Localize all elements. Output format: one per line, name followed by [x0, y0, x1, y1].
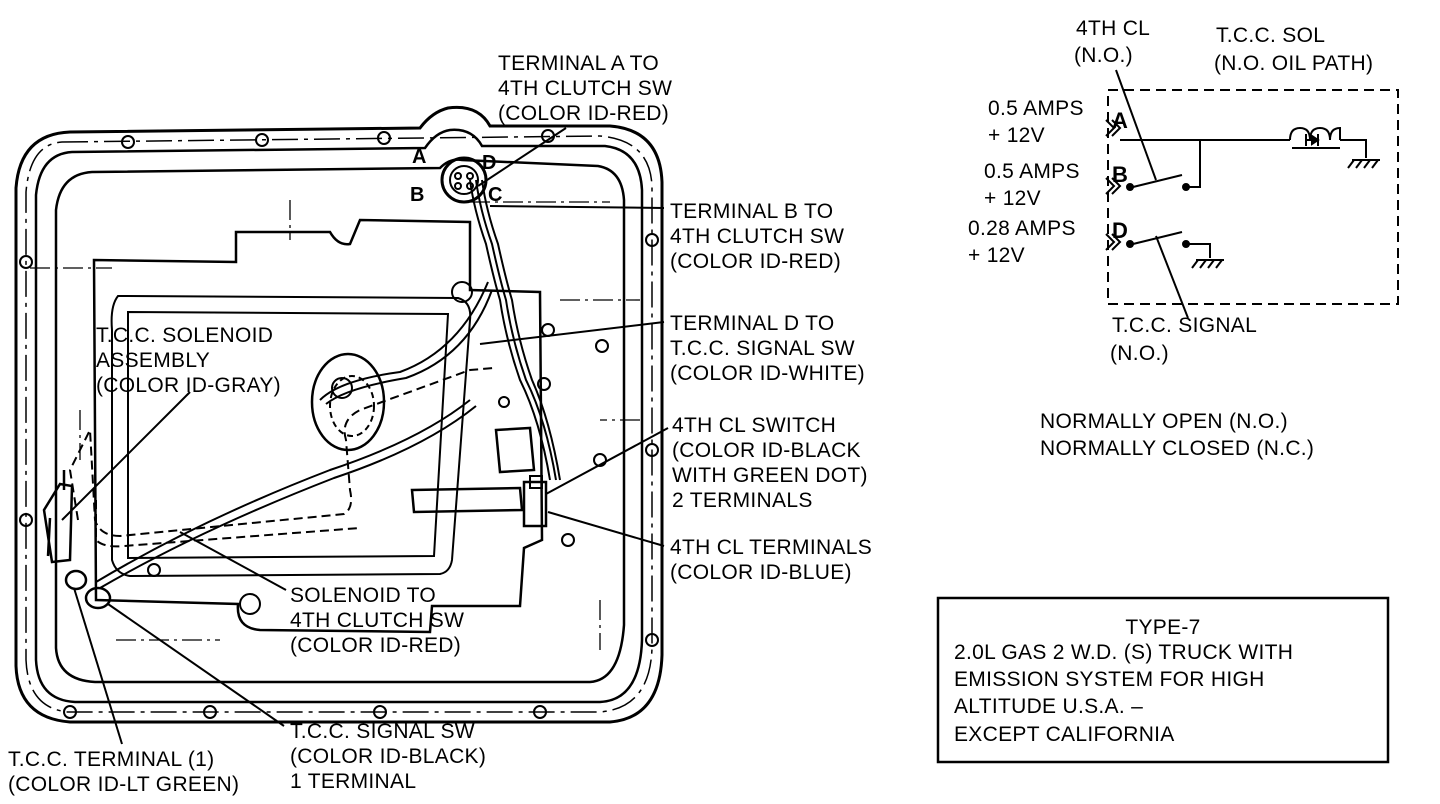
leader-4th-cl-terminals — [547, 511, 665, 547]
svg-text:(COLOR ID-LT GREEN): (COLOR ID-LT GREEN) — [8, 773, 239, 796]
leader-solenoid-to-4th — [179, 531, 287, 591]
svg-text:(COLOR ID-BLUE): (COLOR ID-BLUE) — [670, 561, 852, 584]
solenoid-coil — [1289, 126, 1341, 141]
label-tcc-signal-no: (N.O.) — [1110, 342, 1169, 365]
svg-text:EMISSION SYSTEM FOR HIGH: EMISSION SYSTEM FOR HIGH — [954, 668, 1265, 691]
pin-letter-a: A — [412, 146, 426, 168]
pin-letter-b: B — [410, 184, 424, 206]
svg-text:4TH CLUTCH SW: 4TH CLUTCH SW — [290, 609, 464, 632]
pan-outer-flange — [14, 105, 664, 724]
valve-body-inner-2 — [127, 310, 450, 560]
svg-text:TERMINAL D TO: TERMINAL D TO — [670, 312, 835, 335]
leader-4th-cl-switch — [545, 427, 669, 495]
input-a-amps: 0.5 AMPS — [988, 97, 1084, 120]
input-chevron-b — [1105, 177, 1122, 195]
input-d-amps: 0.28 AMPS — [968, 217, 1076, 240]
label-4th-cl-terminals: 4TH CL TERMINALS (COLOR ID-BLUE) — [670, 536, 872, 584]
schematic-dashed-box — [1107, 89, 1399, 305]
svg-text:T.C.C. TERMINAL (1): T.C.C. TERMINAL (1) — [8, 748, 214, 771]
input-b-volts: + 12V — [984, 187, 1041, 210]
svg-text:(COLOR ID-BLACK: (COLOR ID-BLACK — [672, 439, 861, 462]
svg-text:SOLENOID TO: SOLENOID TO — [290, 584, 436, 607]
svg-text:2 TERMINALS: 2 TERMINALS — [672, 489, 813, 512]
filter-dashed — [68, 367, 495, 538]
svg-text:1 TERMINAL: 1 TERMINAL — [290, 770, 416, 793]
leader-terminal-d — [479, 321, 665, 345]
svg-text:NORMALLY OPEN (N.O.): NORMALLY OPEN (N.O.) — [1040, 410, 1288, 433]
input-chevron-a — [1105, 119, 1122, 137]
schematic-pin-a: A — [1112, 108, 1128, 133]
wire-harness — [95, 179, 561, 589]
no-nc-legend: NORMALLY OPEN (N.O.) NORMALLY CLOSED (N.… — [1040, 410, 1314, 460]
label-terminal-d: TERMINAL D TO T.C.C. SIGNAL SW (COLOR ID… — [670, 312, 865, 385]
leader-tcc-signal-sw — [107, 603, 285, 727]
oil-pan-drawing — [14, 105, 664, 724]
pin-letter-d: D — [482, 152, 496, 174]
svg-text:T.C.C. SIGNAL SW: T.C.C. SIGNAL SW — [670, 337, 855, 360]
svg-text:(COLOR ID-RED): (COLOR ID-RED) — [498, 102, 669, 125]
valve-body-inner — [110, 294, 472, 578]
label-tcc-terminal: T.C.C. TERMINAL (1) (COLOR ID-LT GREEN) — [8, 748, 239, 796]
svg-text:4TH CLUTCH SW: 4TH CLUTCH SW — [498, 77, 672, 100]
svg-text:WITH GREEN DOT): WITH GREEN DOT) — [672, 464, 868, 487]
label-terminal-a: TERMINAL A TO 4TH CLUTCH SW (COLOR ID-RE… — [498, 52, 672, 125]
leader-lines — [61, 127, 669, 745]
svg-text:ALTITUDE U.S.A. –: ALTITUDE U.S.A. – — [954, 695, 1143, 718]
svg-text:EXCEPT CALIFORNIA: EXCEPT CALIFORNIA — [954, 723, 1175, 746]
leader-tcc-terminal — [73, 587, 123, 745]
leader-terminal-a — [477, 127, 567, 187]
label-solenoid-to-4th: SOLENOID TO 4TH CLUTCH SW (COLOR ID-RED) — [290, 584, 464, 657]
svg-text:(COLOR ID-RED): (COLOR ID-RED) — [670, 250, 841, 273]
svg-text:T.C.C. SIGNAL SW: T.C.C. SIGNAL SW — [290, 720, 475, 743]
pin-letter-c: C — [488, 184, 502, 206]
label-tcc-signal-sw: T.C.C. SIGNAL SW (COLOR ID-BLACK) 1 TERM… — [290, 720, 486, 793]
svg-text:4TH CL TERMINALS: 4TH CL TERMINALS — [670, 536, 872, 559]
tcc-signal-sw — [84, 586, 112, 610]
label-tcc-sol-oil: (N.O. OIL PATH) — [1214, 52, 1373, 75]
input-a-volts: + 12V — [988, 124, 1045, 147]
label-terminal-b: TERMINAL B TO 4TH CLUTCH SW (COLOR ID-RE… — [670, 200, 844, 273]
pan-flange-inner — [34, 128, 644, 704]
label-4th-cl: 4TH CL — [1076, 17, 1150, 40]
label-tcc-sol: T.C.C. SOL — [1216, 24, 1325, 47]
schematic-pin-d: D — [1112, 218, 1128, 243]
input-b-amps: 0.5 AMPS — [984, 160, 1080, 183]
leader-tcc-solenoid — [61, 391, 191, 521]
switch-bracket — [410, 426, 536, 514]
valve-body-outline — [92, 218, 544, 634]
input-chevron-d — [1105, 233, 1122, 251]
label-4th-cl-no: (N.O.) — [1074, 44, 1133, 67]
svg-text:4TH CL SWITCH: 4TH CL SWITCH — [672, 414, 836, 437]
svg-text:TERMINAL B TO: TERMINAL B TO — [670, 200, 833, 223]
svg-text:2.0L GAS 2 W.D. (S) TRUCK WITH: 2.0L GAS 2 W.D. (S) TRUCK WITH — [954, 641, 1293, 664]
input-d-volts: + 12V — [968, 244, 1025, 267]
svg-text:(COLOR ID-BLACK): (COLOR ID-BLACK) — [290, 745, 486, 768]
svg-text:(COLOR ID-WHITE): (COLOR ID-WHITE) — [670, 362, 865, 385]
flange-centerline — [25, 135, 653, 713]
harness-connector — [440, 156, 488, 204]
svg-text:NORMALLY CLOSED (N.C.): NORMALLY CLOSED (N.C.) — [1040, 437, 1314, 460]
label-tcc-solenoid: T.C.C. SOLENOID ASSEMBLY (COLOR ID-GRAY) — [96, 324, 281, 397]
svg-text:T.C.C. SOLENOID: T.C.C. SOLENOID — [96, 324, 273, 347]
svg-text:(COLOR ID-GRAY): (COLOR ID-GRAY) — [96, 374, 281, 397]
svg-text:(COLOR ID-RED): (COLOR ID-RED) — [290, 634, 461, 657]
label-tcc-signal: T.C.C. SIGNAL — [1112, 314, 1257, 337]
svg-text:TERMINAL A TO: TERMINAL A TO — [498, 52, 659, 75]
tcc-solenoid-bracket — [42, 482, 74, 564]
leader-terminal-b — [489, 205, 665, 209]
tcc-terminal — [64, 569, 88, 591]
switch-schematic: A B D 0.5 AMPS + 12V 0.5 AMPS + 12V 0.28… — [968, 17, 1399, 365]
svg-text:4TH CLUTCH SW: 4TH CLUTCH SW — [670, 225, 844, 248]
type-box: TYPE-7 2.0L GAS 2 W.D. (S) TRUCK WITH EM… — [936, 596, 1390, 764]
type-box-title: TYPE-7 — [1125, 616, 1200, 639]
bolt-holes — [19, 129, 659, 719]
svg-text:ASSEMBLY: ASSEMBLY — [96, 349, 210, 372]
solenoid-body — [310, 352, 386, 452]
ground-symbol-solenoid — [1347, 159, 1380, 169]
ground-symbol-signal — [1191, 259, 1224, 269]
label-4th-cl-switch: 4TH CL SWITCH (COLOR ID-BLACK WITH GREEN… — [672, 414, 868, 512]
schematic-pin-b: B — [1112, 162, 1128, 187]
4th-cl-switch-body — [522, 480, 548, 528]
